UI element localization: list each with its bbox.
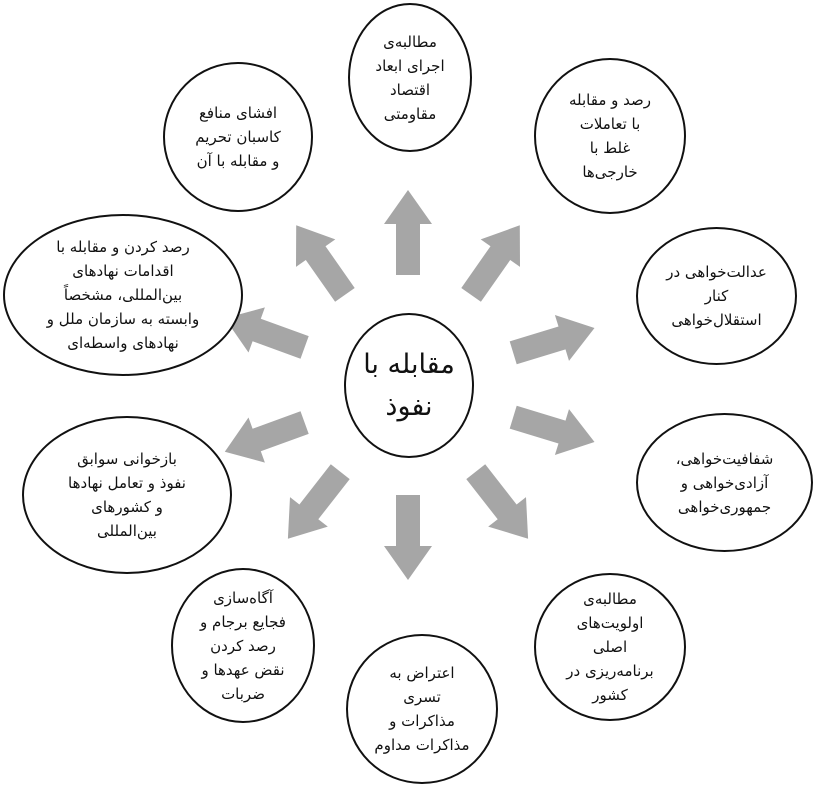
- center-label: مقابله با نفوذ: [363, 348, 455, 422]
- node-justice: عدالت‌خواهی در کنار استقلال‌خواهی: [636, 227, 797, 365]
- node-label: رصد و مقابله با تعاملات غلط با خارجی‌ها: [569, 91, 652, 181]
- node-jcpoa: آگاه‌سازی فجایع برجام و رصد کردن نقض عهد…: [171, 568, 315, 723]
- node-label: مطالبه‌ی اولویت‌های اصلی برنامه‌ریزی در …: [566, 590, 654, 704]
- node-economy: مطالبه‌ی اجرای ابعاد اقتصاد مقاومتی: [348, 3, 472, 152]
- node-label: مطالبه‌ی اجرای ابعاد اقتصاد مقاومتی: [375, 32, 445, 123]
- arrow-to-international: [224, 307, 309, 359]
- node-label: بازخوانی سوابق نفوذ و تعامل نهادها و کشو…: [68, 450, 186, 540]
- node-label: افشای منافع کاسبان تحریم و مقابله با آن: [195, 104, 281, 170]
- node-label: آگاه‌سازی فجایع برجام و رصد کردن نقض عهد…: [200, 588, 286, 703]
- node-label: عدالت‌خواهی در کنار استقلال‌خواهی: [666, 263, 767, 329]
- arrow-to-jcpoa: [287, 464, 350, 539]
- arrow-to-transparency: [509, 405, 595, 455]
- arrow-to-justice: [509, 315, 595, 365]
- node-international: رصد کردن و مقابله با اقدامات نهادهای بین…: [3, 214, 243, 376]
- node-label: رصد کردن و مقابله با اقدامات نهادهای بین…: [46, 238, 200, 352]
- arrow-to-economy: [384, 190, 432, 275]
- center-node: مقابله با نفوذ: [344, 313, 474, 458]
- arrow-to-foreign-relations: [461, 225, 520, 302]
- node-history: بازخوانی سوابق نفوذ و تعامل نهادها و کشو…: [22, 416, 232, 574]
- node-label: شفافیت‌خواهی، آزادی‌خواهی و جمهوری‌خواهی: [675, 449, 774, 516]
- arrow-to-history: [224, 411, 309, 463]
- node-foreign-relations: رصد و مقابله با تعاملات غلط با خارجی‌ها: [534, 58, 686, 214]
- node-priorities: مطالبه‌ی اولویت‌های اصلی برنامه‌ریزی در …: [534, 573, 686, 721]
- node-sanctions: افشای منافع کاسبان تحریم و مقابله با آن: [163, 62, 313, 212]
- node-label: اعتراض به تسری مذاکرات و مذاکرات مداوم: [374, 664, 470, 754]
- arrow-to-sanctions: [296, 225, 355, 302]
- node-transparency: شفافیت‌خواهی، آزادی‌خواهی و جمهوری‌خواهی: [636, 413, 813, 552]
- arrow-to-negotiations: [384, 495, 432, 580]
- arrow-to-priorities: [466, 464, 529, 539]
- node-negotiations: اعتراض به تسری مذاکرات و مذاکرات مداوم: [346, 634, 498, 784]
